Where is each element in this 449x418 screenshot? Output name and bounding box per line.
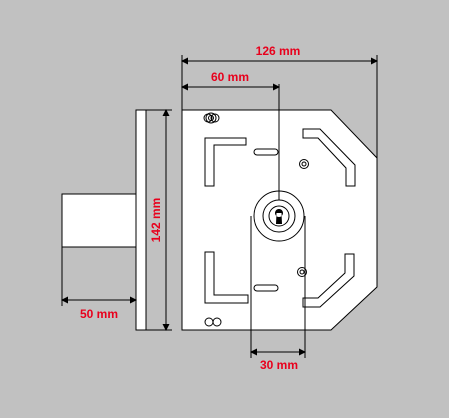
keyhole-core: [268, 205, 290, 227]
rivet: [299, 159, 309, 169]
rivet: [205, 112, 217, 124]
center-slot-top: [253, 148, 279, 156]
dim-label-projection: 50 mm: [80, 307, 118, 321]
dim-label-backset: 60 mm: [211, 70, 249, 84]
dim-label-height: 142 mm: [149, 198, 163, 243]
guide-slot-bottom-left: [204, 251, 249, 304]
guide-slot-top-left: [204, 137, 247, 187]
face-plate: [135, 109, 147, 331]
dim-label-key-offset: 30 mm: [260, 358, 298, 372]
center-slot-bottom: [253, 284, 279, 292]
rivet: [212, 317, 222, 327]
rivet: [301, 161, 307, 167]
guide-slot-bottom-right: [302, 253, 355, 308]
rivet: [297, 267, 307, 277]
dim-label-width-total: 126 mm: [256, 44, 301, 58]
rivet: [299, 269, 305, 275]
cylinder-body: [61, 193, 137, 248]
rivet: [203, 113, 213, 123]
rivet: [210, 113, 220, 123]
keyhole-icon: [274, 209, 283, 224]
guide-slot-top-right: [302, 128, 356, 187]
